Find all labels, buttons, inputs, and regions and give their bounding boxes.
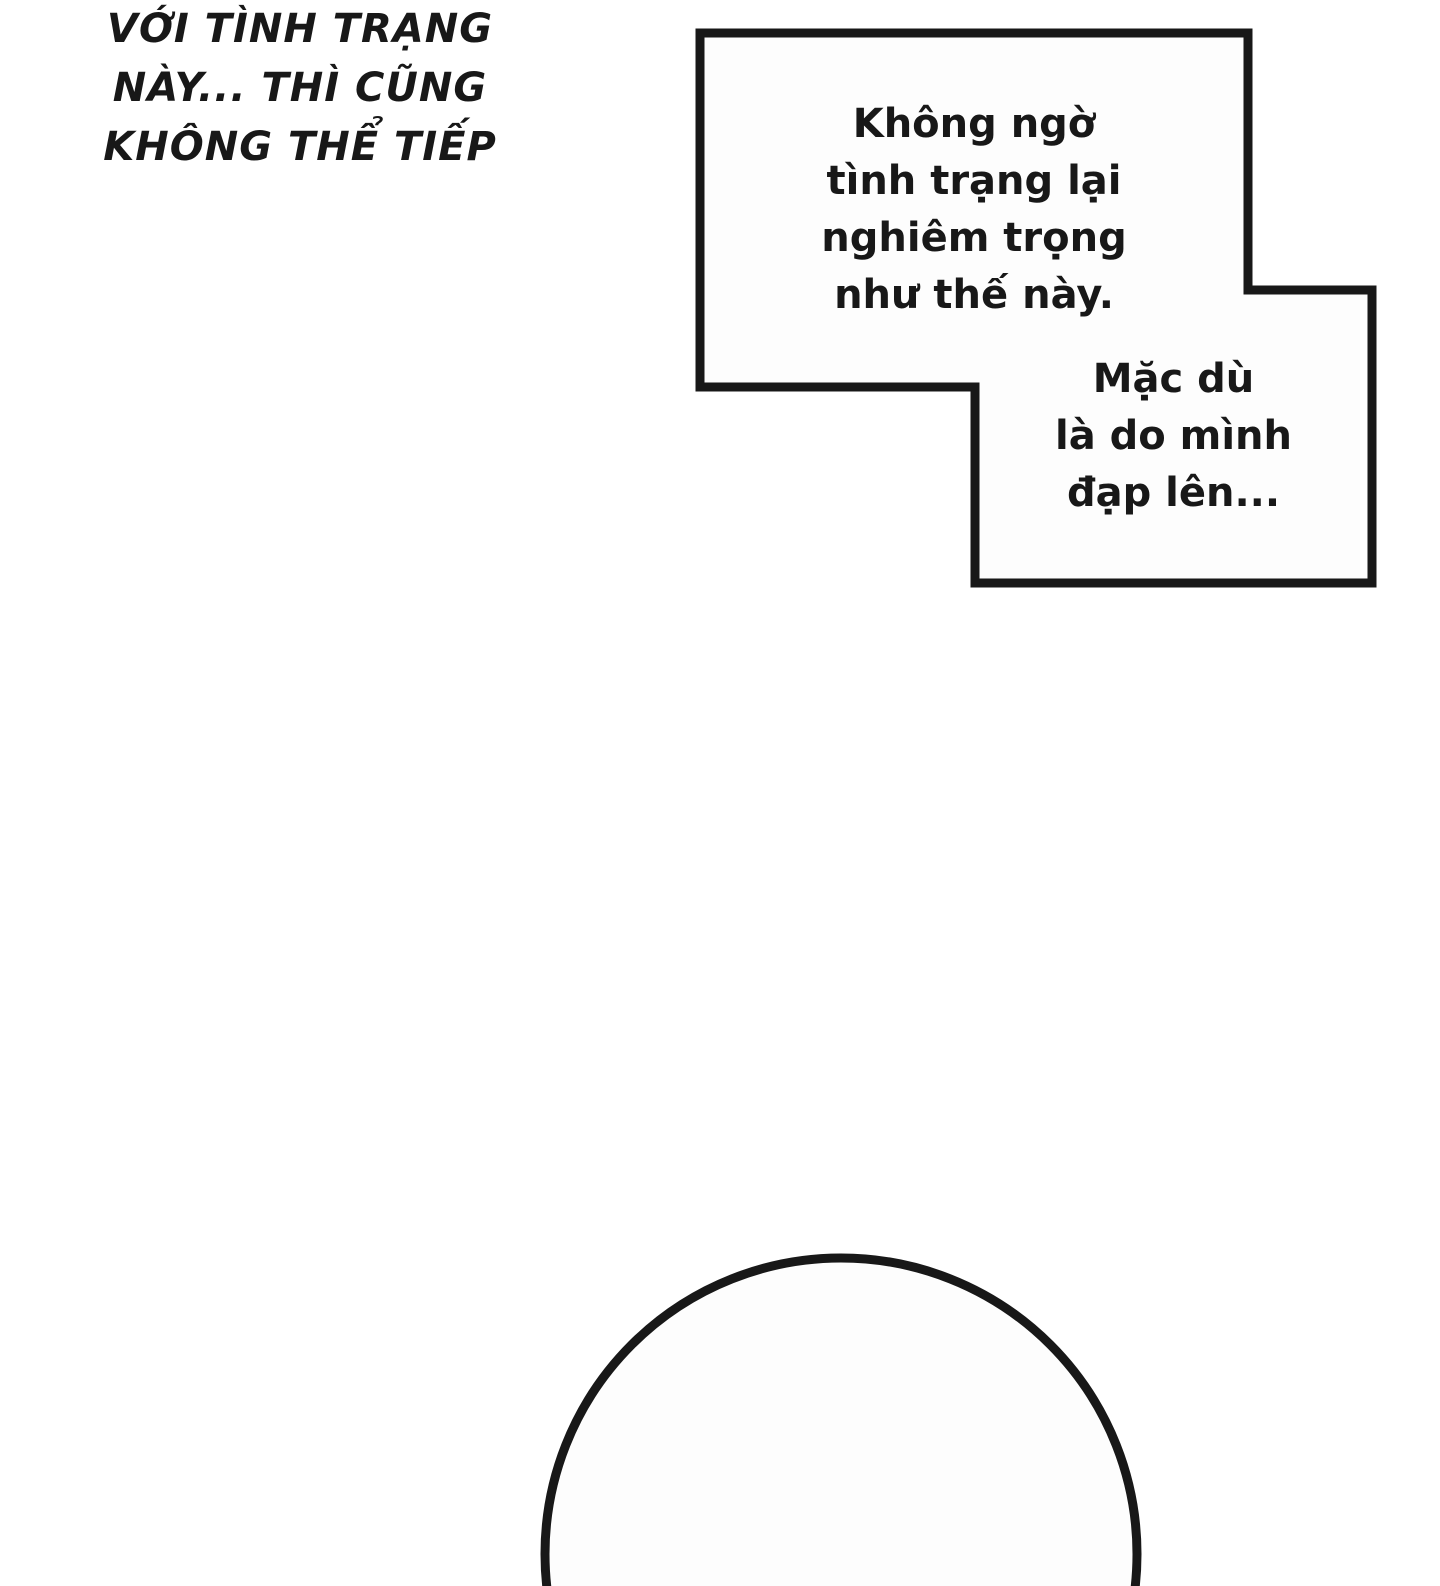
- text-line: nghiêm trọng: [821, 215, 1127, 261]
- text-line: Không ngờ: [852, 101, 1096, 147]
- text-line: như thế này.: [834, 272, 1114, 318]
- narration-text-second-lines: Mặc dù là do mình đạp lên...: [1055, 351, 1292, 522]
- text-line: KHÔNG THỂ TIẾP: [103, 124, 497, 170]
- text-line: NÀY... THÌ CŨNG: [112, 65, 488, 111]
- text-line: tình trạng lại: [826, 158, 1122, 204]
- text-line: Mặc dù: [1092, 356, 1255, 402]
- text-line: đạp lên...: [1066, 470, 1281, 516]
- narration-panel-outline: [695, 28, 1377, 588]
- speech-bubble-text: VỚI TÌNH TRẠNG NÀY... THÌ CŨNG KHÔNG THỂ…: [0, 0, 600, 180]
- text-line: là do mình: [1054, 413, 1292, 459]
- speech-bubble-outline: [540, 1253, 1142, 1586]
- text-line: VỚI TÌNH TRẠNG: [106, 6, 494, 52]
- narration-text-first-lines: Không ngờ tình trạng lại nghiêm trọng nh…: [821, 96, 1126, 324]
- narration-text-first: Không ngờ tình trạng lại nghiêm trọng nh…: [700, 33, 1248, 387]
- narration-text-second: Mặc dù là do mình đạp lên...: [975, 290, 1372, 583]
